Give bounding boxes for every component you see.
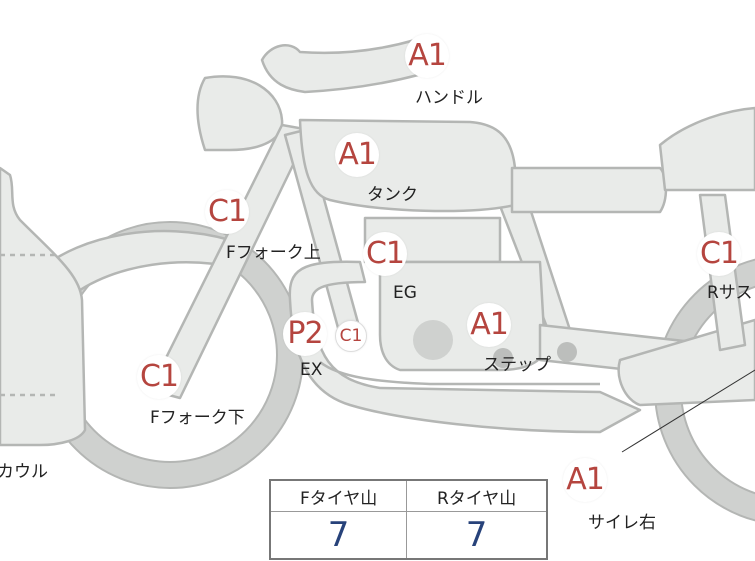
cowl-icon — [0, 166, 87, 447]
seat-icon — [510, 166, 668, 214]
step-peg-icon — [493, 348, 513, 368]
leader-line — [621, 369, 755, 453]
engine-cover-icon — [413, 320, 453, 360]
headlight-icon — [196, 75, 284, 152]
front-tire-header: Fタイヤ山 — [269, 479, 408, 512]
tire-tread-table: Fタイヤ山 Rタイヤ山 7 7 — [269, 479, 548, 560]
tank-icon — [298, 118, 517, 213]
exhaust-pipe-icon — [288, 260, 642, 434]
rear-tire-header: Rタイヤ山 — [406, 479, 548, 512]
tail-cowl-icon — [658, 106, 755, 192]
front-tire-value: 7 — [269, 511, 408, 560]
engine-block-icon — [378, 260, 547, 372]
handlebar-icon — [260, 38, 429, 94]
engine-head-icon — [363, 216, 502, 264]
rear-tire-value: 7 — [406, 511, 548, 560]
